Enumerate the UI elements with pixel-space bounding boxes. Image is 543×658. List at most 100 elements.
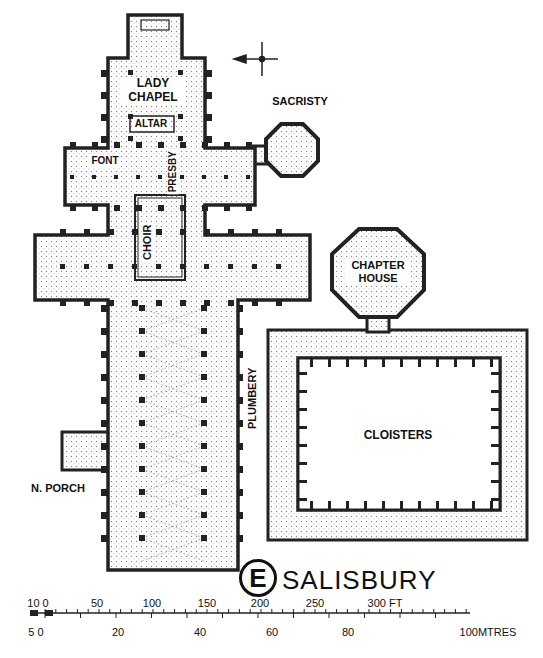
scale-label: 60 (264, 626, 280, 639)
buttress (238, 443, 243, 450)
garth-buttress (298, 462, 307, 465)
compass-rose (234, 42, 278, 76)
scale-tick (401, 609, 402, 613)
scale-label: 300 FT (366, 597, 405, 610)
buttress (101, 305, 108, 312)
nave-pier (201, 466, 207, 472)
scale-tick (222, 613, 223, 618)
scale-tick (315, 609, 316, 613)
scale-bar (30, 609, 470, 618)
vault-rib (142, 400, 204, 423)
buttress (252, 300, 258, 306)
buttress (238, 535, 243, 542)
room-label: PRESBY (167, 149, 179, 194)
buttress (246, 205, 252, 211)
buttress (84, 229, 90, 235)
garth-buttress (490, 501, 493, 510)
buttress (205, 114, 212, 121)
room-label: CHOIR (142, 222, 155, 261)
vault-rib (142, 538, 204, 561)
altar-rail (130, 116, 174, 132)
scale-tick (55, 609, 56, 613)
scale-label: 50 (89, 597, 105, 610)
garth-buttress (491, 498, 500, 501)
nave-pier (201, 535, 207, 541)
nave-pier (139, 443, 145, 449)
transept-pier (180, 175, 184, 179)
scale-tick (45, 609, 46, 613)
scale-tick (433, 609, 434, 613)
garth-buttress (364, 358, 367, 367)
vault-rib (142, 308, 204, 331)
chapel-pier (178, 114, 183, 119)
buttress (156, 300, 162, 306)
nave-pier (139, 305, 145, 311)
garth-buttress (436, 358, 439, 367)
scale-label: 5 0 (26, 626, 45, 639)
scale-label: 100 (141, 597, 163, 610)
nave-pier (139, 351, 145, 357)
garth-buttress (310, 501, 313, 510)
transept-pier (202, 175, 206, 179)
buttress (204, 229, 210, 235)
buttress (92, 142, 98, 148)
nave-pier (201, 374, 207, 380)
garth-buttress (472, 501, 475, 510)
buttress (246, 142, 252, 148)
transept-pier (84, 264, 89, 269)
garth-buttress (491, 444, 500, 447)
garth-buttress (346, 358, 349, 367)
scale-tick (336, 609, 337, 613)
buttress (238, 512, 243, 519)
transept-pier (70, 175, 74, 179)
buttress (202, 205, 208, 211)
buttress (224, 205, 230, 211)
scale-tick (228, 609, 229, 613)
room-label: PLUMBERY (247, 365, 260, 430)
room-label: N. PORCH (29, 482, 87, 495)
vault-rib (142, 377, 204, 400)
piers (60, 70, 281, 541)
sacristy-wall (266, 124, 318, 176)
nave-pier (201, 328, 207, 334)
scale-tick (163, 609, 164, 613)
scale-label: 100MTRES (458, 626, 519, 639)
scale-tick (347, 609, 348, 613)
vault-rib (142, 308, 204, 331)
scale-tick (364, 613, 365, 618)
transept-pier (224, 175, 228, 179)
buttress (101, 420, 108, 427)
buttress (238, 420, 243, 427)
garth-buttress (328, 501, 331, 510)
vault-rib (142, 423, 204, 446)
scale-tick (358, 609, 359, 613)
garth-buttress (298, 480, 307, 483)
garth-buttress (454, 358, 457, 367)
chapter-house-wall (332, 229, 424, 317)
choir-stalls (138, 198, 182, 277)
choir-screen (135, 195, 185, 280)
scale-label: 40 (192, 626, 208, 639)
scale-label: 200 (249, 597, 271, 610)
nave-pier (201, 443, 207, 449)
buttress (238, 466, 243, 473)
scale-tick (207, 609, 208, 613)
scale-tick (390, 609, 391, 613)
scale-tick (325, 609, 326, 613)
vault-rib (142, 492, 204, 515)
buttress (136, 205, 142, 211)
room-label: FONT (89, 155, 120, 167)
garth-buttress (298, 498, 307, 501)
garth-buttress (400, 501, 403, 510)
transept-pier (228, 264, 233, 269)
cloister-walks (268, 330, 527, 540)
transept-pier (252, 264, 257, 269)
buttress (84, 300, 90, 306)
vault-rib (142, 331, 204, 354)
cloister-garth (298, 358, 500, 510)
transept-pier (108, 264, 113, 269)
buttress (238, 351, 243, 358)
scale-tick (151, 613, 152, 618)
scale-tick (239, 609, 240, 613)
buttress (101, 535, 108, 542)
